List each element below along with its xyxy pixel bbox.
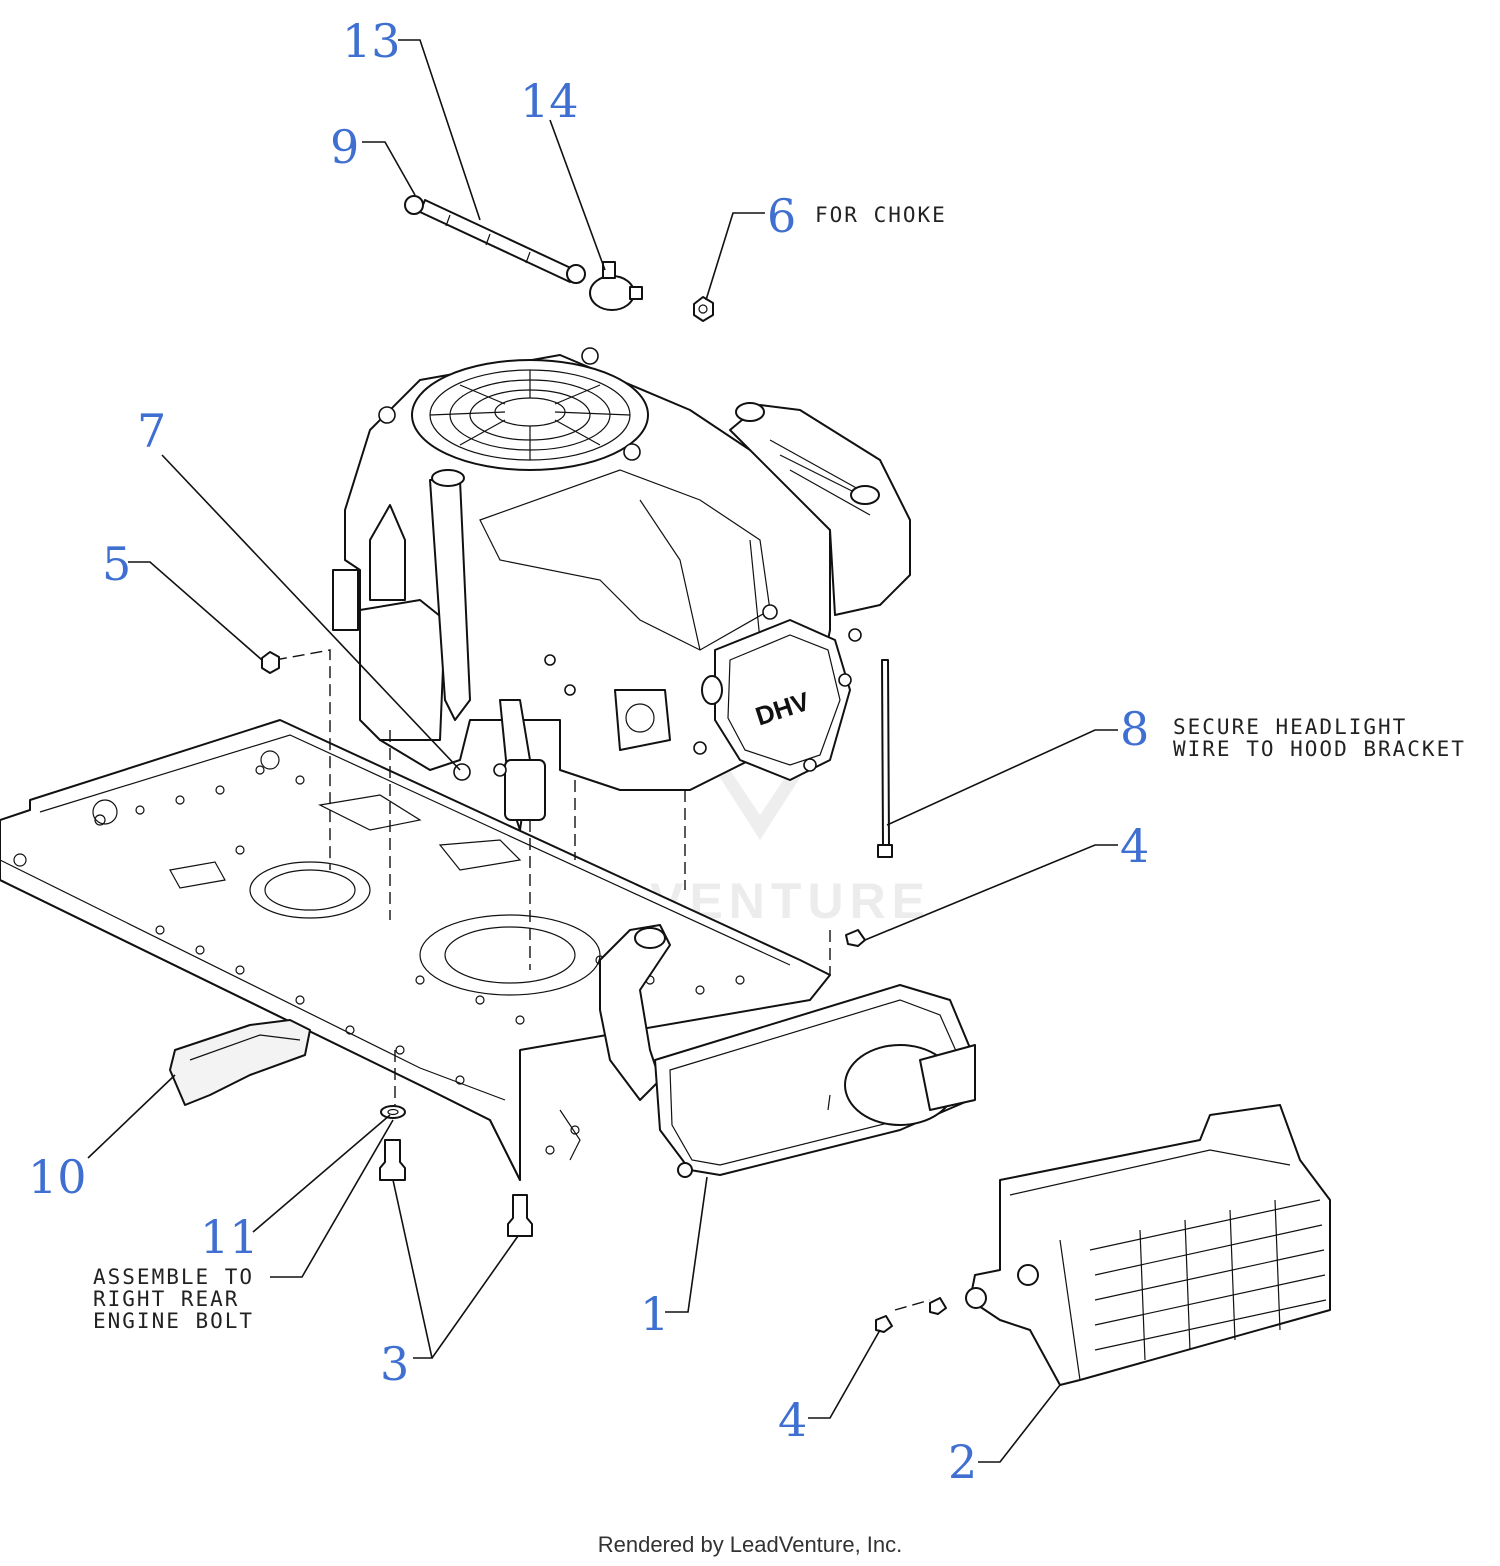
note-assemble-line3: ENGINE BOLT [93, 1309, 254, 1333]
callout-9: 9 [330, 120, 359, 174]
note-assemble-line2: RIGHT REAR [93, 1287, 239, 1311]
engine-assembly: DHV [332, 347, 911, 831]
note-for-choke: FOR CHOKE [815, 203, 947, 227]
render-credit: Rendered by LeadVenture, Inc. [597, 1532, 903, 1557]
callout-14: 14 [520, 74, 579, 128]
callout-13: 13 [342, 14, 401, 68]
leader-lines [87, 39, 1118, 1463]
fuel-line-assembly [404, 195, 714, 322]
muffler-guard [965, 1104, 1331, 1386]
callout-1: 1 [640, 1287, 669, 1341]
callout-6: 6 [767, 189, 796, 243]
callout-11: 11 [200, 1210, 259, 1264]
heat-shield-small [169, 1019, 311, 1106]
muffler [599, 924, 976, 1178]
callout-4-lower: 4 [778, 1393, 807, 1447]
callout-4-upper: 4 [1120, 819, 1149, 873]
note-headlight-line2: WIRE TO HOOD BRACKET [1173, 737, 1466, 761]
notes: FOR CHOKE SECURE HEADLIGHT WIRE TO HOOD … [93, 203, 1466, 1333]
alignment-lines [274, 649, 931, 1311]
callout-numbers: 13 14 9 6 7 5 8 4 10 11 3 1 4 2 [28, 14, 1149, 1489]
callout-10: 10 [28, 1150, 87, 1204]
note-headlight-line1: SECURE HEADLIGHT [1173, 715, 1407, 739]
callout-2: 2 [948, 1435, 977, 1489]
hardware [261, 651, 947, 1333]
note-assemble-line1: ASSEMBLE TO [93, 1265, 254, 1289]
callout-5: 5 [102, 537, 131, 591]
callout-8: 8 [1120, 702, 1149, 756]
callout-3: 3 [380, 1337, 409, 1391]
callout-7: 7 [137, 404, 166, 458]
